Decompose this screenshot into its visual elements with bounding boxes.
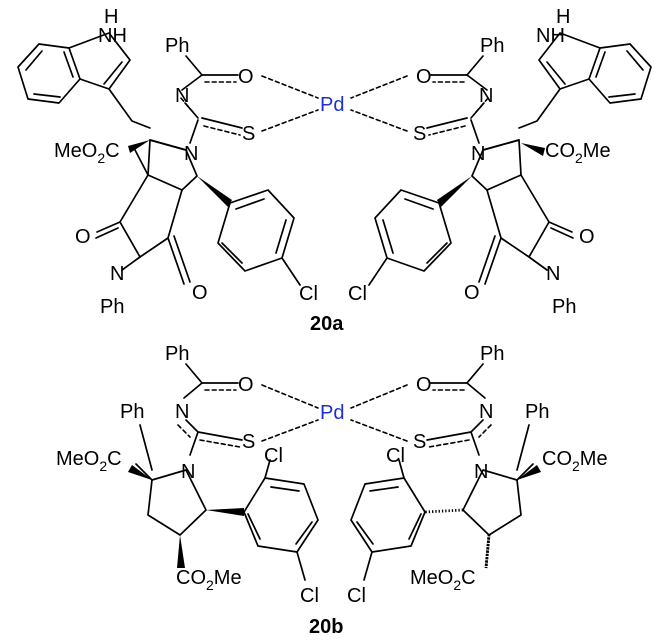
atom-label-n: N [479,401,493,423]
atom-label-n: N [474,461,488,483]
atom-label-n: N [175,401,189,423]
atom-label-oxygen: O [192,282,208,304]
ester-label-left-lower: CO2Me [176,567,242,593]
compound-id-20b: 20b [309,616,343,638]
compound-20b-left-ligand [128,363,319,581]
atom-label-phenyl: Ph [165,343,189,365]
ester-label-left: MeO2C [56,448,122,474]
atom-label-oxygen: O [464,282,480,304]
metal-label-pd: Pd [320,402,344,424]
atom-label-oxygen: O [579,226,595,248]
atom-label-oxygen: O [238,66,254,88]
atom-label-n: N [175,85,189,107]
atom-label-indole-nh: NH [98,25,127,47]
atom-label-chlorine: Cl [386,445,405,467]
atom-label-n: N [181,461,195,483]
atom-label-chlorine: Cl [264,445,283,467]
atom-label-chlorine: Cl [300,585,319,607]
atom-label-n: N [479,85,493,107]
atom-label-phenyl: Ph [165,35,189,57]
compound-20b-right-ligand [350,363,541,581]
atom-label-oxygen: O [75,226,91,248]
atom-label-sulfur: S [413,431,426,453]
compound-20a-labels: H NH H NH Ph Ph O O Pd N N S S N N MeO2C… [54,6,611,335]
atom-label-h: H [556,6,570,28]
atom-label-n: N [546,263,560,285]
atom-label-sulfur: S [242,123,255,145]
atom-label-chlorine: Cl [347,585,366,607]
ester-label-right-lower: MeO2C [410,567,476,593]
ester-label-left: MeO2C [54,140,120,166]
atom-label-phenyl: Ph [480,343,504,365]
atom-label-phenyl: Ph [100,296,124,318]
ester-label-right: CO2Me [545,140,611,166]
atom-label-oxygen: O [416,374,432,396]
atom-label-phenyl: Ph [552,296,576,318]
atom-label-n: N [471,143,485,165]
atom-label-phenyl: Ph [525,401,549,423]
ester-label-right: CO2Me [542,448,608,474]
atom-label-phenyl: Ph [120,401,144,423]
compound-20b: Ph Ph O O Pd Ph Ph N N S S N N MeO2C CO2… [56,343,608,638]
atom-label-n: N [184,143,198,165]
atom-label-phenyl: Ph [480,35,504,57]
atom-label-chlorine: Cl [299,283,318,305]
compound-20a: H NH H NH Ph Ph O O Pd N N S S N N MeO2C… [17,6,652,335]
atom-label-n: N [110,263,124,285]
atom-label-sulfur: S [242,431,255,453]
metal-label-pd: Pd [320,94,344,116]
atom-label-h: H [104,6,118,28]
atom-label-oxygen: O [416,66,432,88]
atom-label-sulfur: S [413,123,426,145]
compound-id-20a: 20a [310,313,344,335]
atom-label-chlorine: Cl [348,283,367,305]
atom-label-oxygen: O [238,374,254,396]
compound-20a-left-ligand [17,32,319,286]
compound-20b-labels: Ph Ph O O Pd Ph Ph N N S S N N MeO2C CO2… [56,343,608,638]
compound-20a-right-ligand [350,32,652,286]
atom-label-indole-nh: NH [536,25,565,47]
